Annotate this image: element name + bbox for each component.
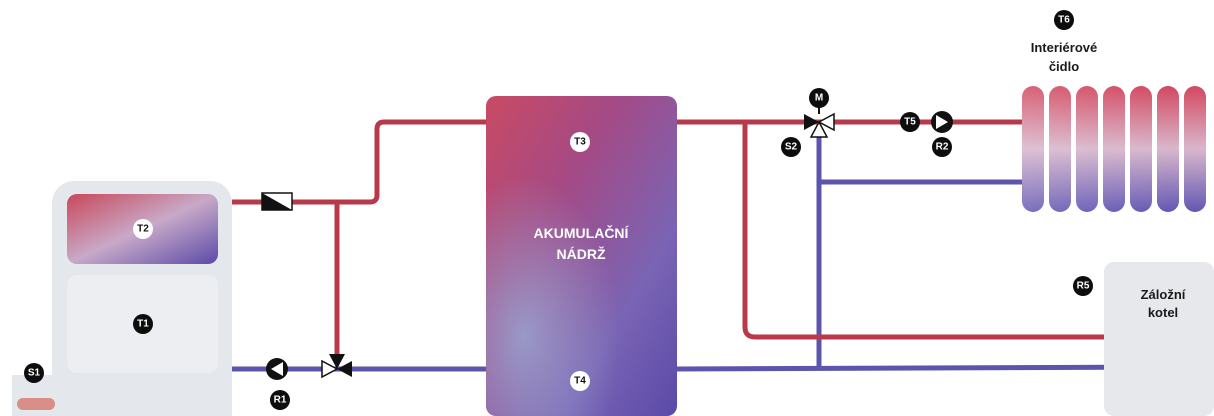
tank-return-pipe [675, 364, 1187, 372]
badge-t5: T5 [900, 112, 920, 132]
boiler-supply-pipe [232, 119, 487, 205]
badge-t2-text: T2 [137, 224, 149, 235]
room-sensor-label-line2: čidlo [1049, 59, 1079, 74]
badge-t4-text: T4 [574, 376, 586, 387]
badge-r5-text: R5 [1077, 281, 1090, 292]
badge-t6: T6 [1054, 10, 1074, 30]
backup-boiler-label-line2: kotel [1148, 305, 1178, 320]
badge-r1: R1 [270, 390, 290, 410]
badge-s2-text: S2 [785, 142, 798, 153]
badge-r2-text: R2 [936, 142, 949, 153]
pump-r2-icon [931, 111, 953, 133]
badge-s1-text: S1 [28, 368, 41, 379]
backup-boiler-body [1104, 262, 1214, 416]
mixing-valve-s2-icon [804, 106, 835, 138]
tank-label-line2: NÁDRŽ [557, 245, 606, 262]
badge-t3: T3 [570, 132, 590, 152]
badge-t2: T2 [133, 219, 153, 239]
badge-t1: T1 [133, 314, 153, 334]
badge-s2: S2 [781, 137, 801, 157]
backup-boiler-label-line1: Záložní [1141, 287, 1186, 302]
badge-r1-text: R1 [274, 395, 287, 406]
radiator-fade [1022, 86, 1206, 212]
three-way-valve-icon [321, 354, 352, 379]
badge-r5: R5 [1073, 276, 1093, 296]
badge-s1: S1 [24, 363, 44, 383]
tank-label-line1: AKUMULAČNÍ [534, 224, 630, 241]
tank-glow [486, 96, 677, 416]
badge-t4: T4 [570, 371, 590, 391]
check-valve-icon [261, 192, 293, 211]
badge-t5-text: T5 [904, 117, 916, 128]
main-boiler [12, 181, 232, 416]
badge-t6-text: T6 [1058, 15, 1070, 26]
badge-m-text: M [815, 93, 823, 104]
badge-t1-text: T1 [137, 319, 149, 330]
motor-actuator-icon: M [809, 88, 829, 108]
badge-t3-text: T3 [574, 137, 586, 148]
badge-r2: R2 [932, 137, 952, 157]
accumulation-tank: AKUMULAČNÍ NÁDRŽ [486, 96, 677, 416]
room-sensor-label-line1: Interiérové [1031, 40, 1097, 55]
radiator [1022, 86, 1206, 212]
boiler-fuel-indicator [17, 398, 55, 410]
return-pipes [232, 131, 1187, 372]
backup-boiler: Záložní kotel [1104, 262, 1214, 416]
pump-r1-icon [266, 358, 288, 380]
